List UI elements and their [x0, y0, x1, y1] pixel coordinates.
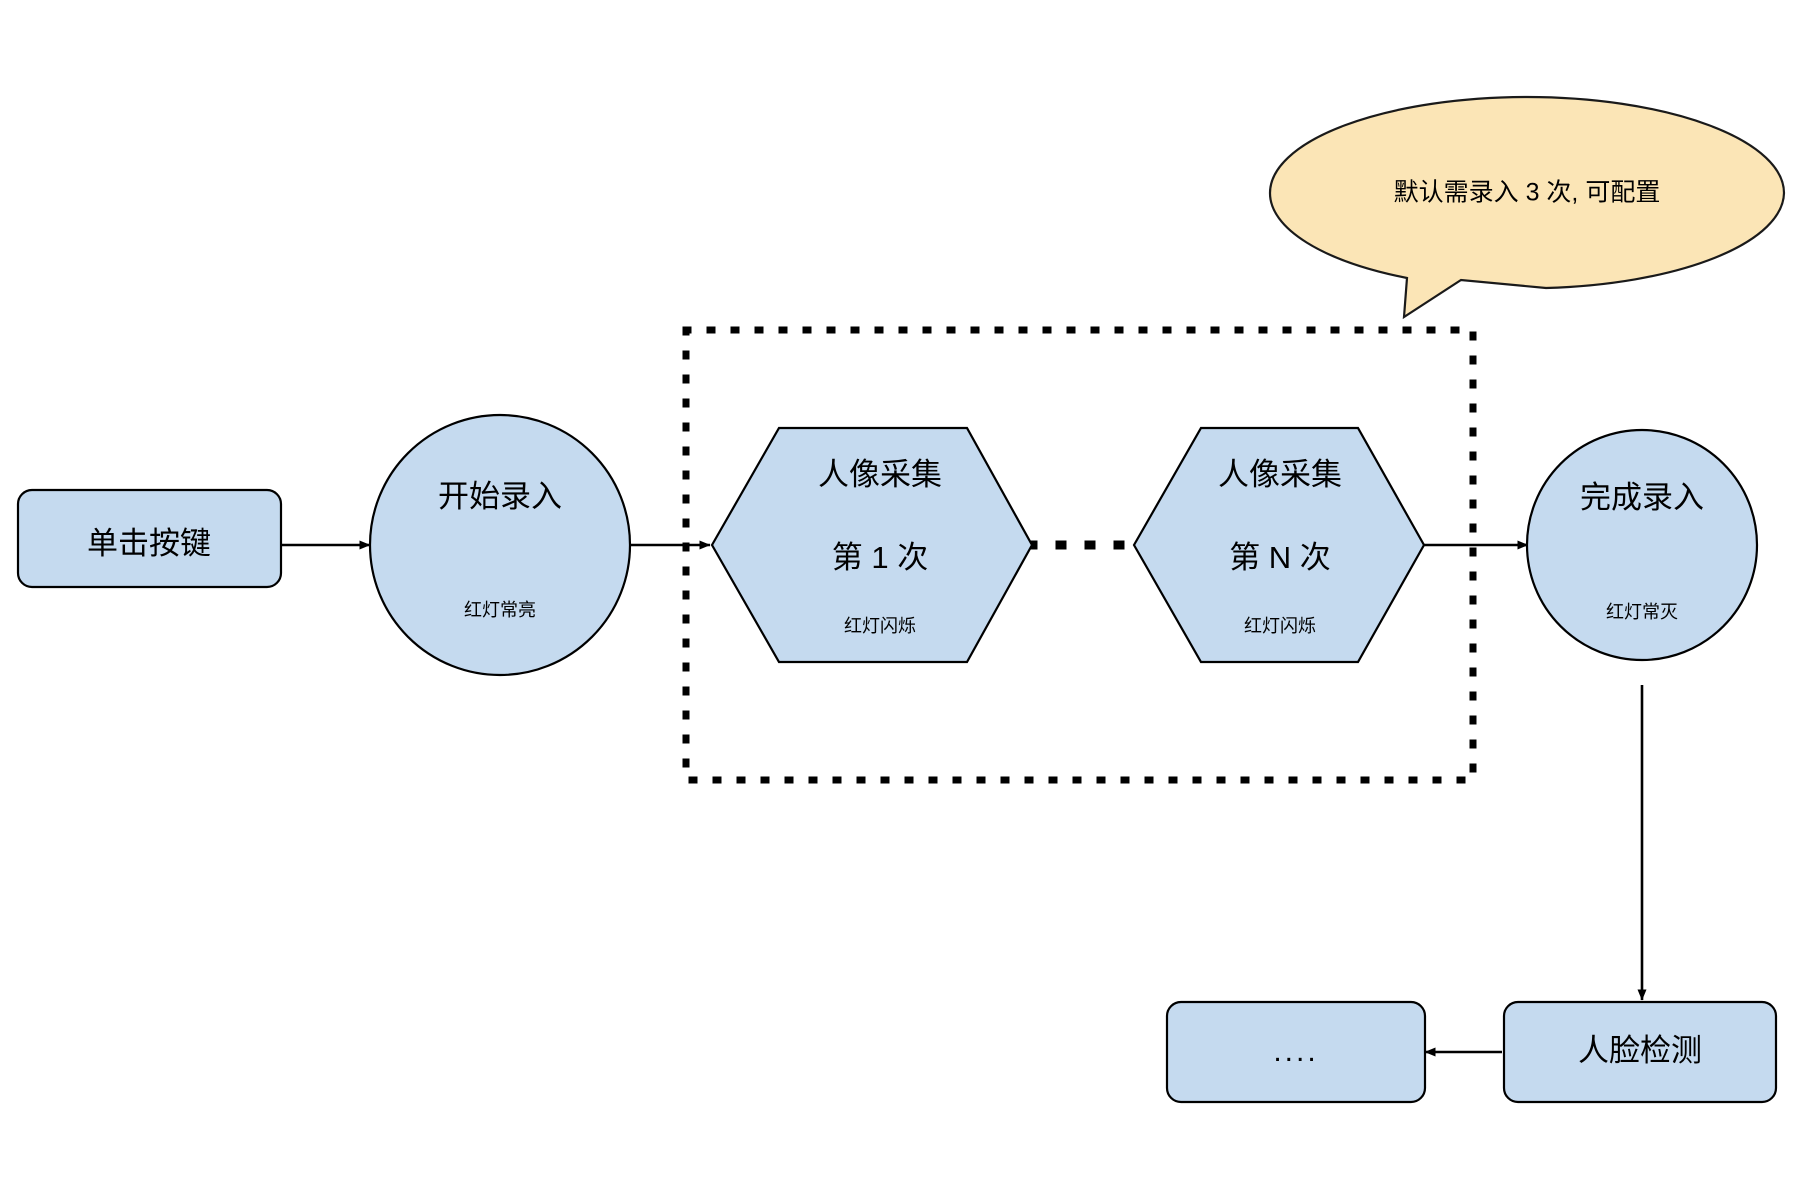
capture-nth-hexagon[interactable] [1132, 426, 1426, 664]
press-key-label: 单击按键 [87, 526, 211, 561]
capture-nth-label-line1: 人像采集 [1218, 457, 1342, 492]
capture-loop-group [682, 326, 1477, 784]
node-press-key[interactable]: 单击按键 [16, 488, 283, 589]
capture-first-label-line2: 第 1 次 [832, 540, 928, 575]
capture-first-sublabel: 红灯闪烁 [844, 616, 916, 636]
capture-nth-sublabel: 红灯闪烁 [1244, 616, 1316, 636]
node-face-detect[interactable]: 人脸检测 [1502, 1000, 1778, 1104]
start-enroll-label: 开始录入 [438, 479, 562, 514]
capture-first-hexagon[interactable] [710, 426, 1034, 664]
finish-enroll-circle[interactable] [1525, 428, 1759, 662]
face-detect-label: 人脸检测 [1578, 1033, 1702, 1068]
callout-bubble: 默认需录入 3 次, 可配置 [1268, 95, 1786, 320]
connectors [281, 540, 1647, 1057]
node-capture-first[interactable]: 人像采集 第 1 次 红灯闪烁 [710, 426, 1034, 664]
start-enroll-sublabel: 红灯常亮 [464, 600, 536, 620]
capture-first-label-line1: 人像采集 [818, 457, 942, 492]
finish-enroll-label: 完成录入 [1580, 480, 1704, 515]
more-steps-label: .... [1273, 1035, 1318, 1068]
loop-group-dotted-border [682, 326, 1477, 784]
face-detect-box[interactable] [1502, 1000, 1778, 1104]
node-start-enroll[interactable]: 开始录入 红灯常亮 [368, 413, 632, 677]
finish-enroll-sublabel: 红灯常灭 [1606, 602, 1678, 622]
start-enroll-circle[interactable] [368, 413, 632, 677]
press-key-box[interactable] [16, 488, 283, 589]
node-capture-nth[interactable]: 人像采集 第 N 次 红灯闪烁 [1132, 426, 1426, 664]
callout-bubble-shape [1268, 95, 1786, 320]
capture-nth-label-line2: 第 N 次 [1229, 540, 1331, 575]
callout-bubble-text: 默认需录入 3 次, 可配置 [1394, 179, 1661, 207]
node-finish-enroll[interactable]: 完成录入 红灯常灭 [1525, 428, 1759, 662]
node-more-steps[interactable]: .... [1165, 1000, 1427, 1104]
more-steps-box[interactable] [1165, 1000, 1427, 1104]
